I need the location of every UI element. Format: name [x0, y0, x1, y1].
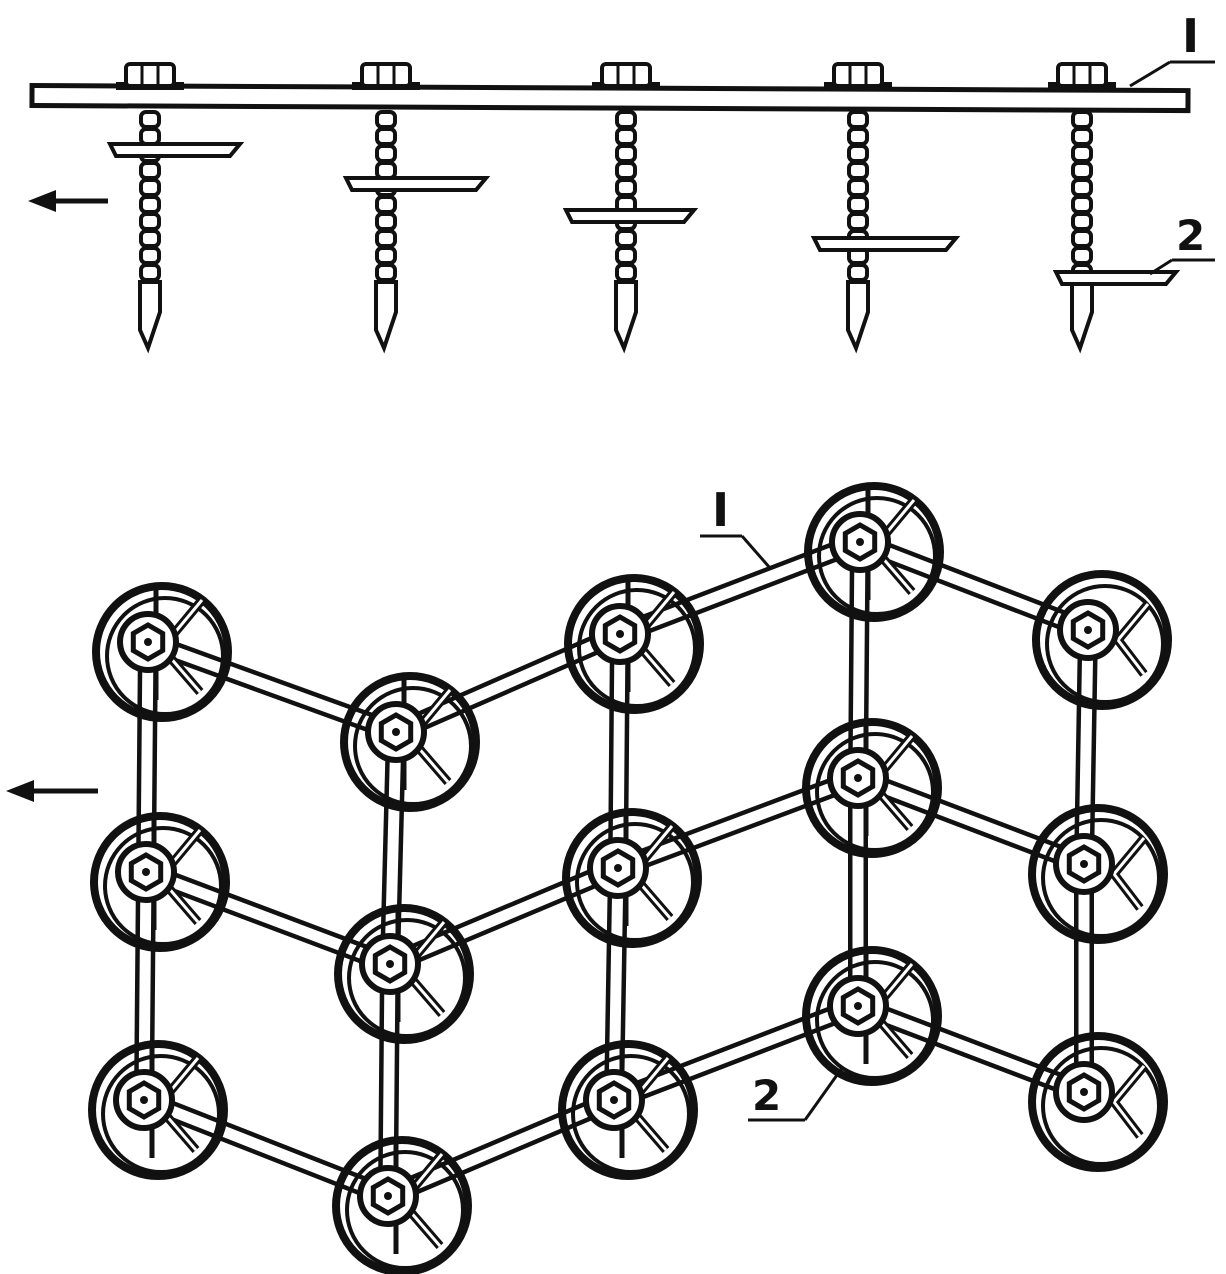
tine-group [106, 62, 1181, 354]
tine-tip [138, 280, 162, 354]
disc-node [88, 1040, 228, 1180]
disc-node [92, 582, 232, 722]
tine-tip [846, 280, 870, 354]
callout-disc: 2 [1149, 211, 1215, 276]
callout-disc: 2 [748, 1067, 844, 1122]
tine-shaft [847, 110, 869, 282]
tine-tip [614, 280, 638, 354]
tine [1048, 62, 1181, 354]
hex-nut [592, 62, 660, 90]
disc-edge [562, 208, 699, 224]
tine-tip [374, 280, 398, 354]
frame-rod [136, 862, 400, 974]
hex-nut [352, 62, 420, 90]
disc-node [558, 1040, 698, 1180]
frame-rod [1074, 620, 1098, 874]
frame-rod [378, 954, 400, 1206]
disc-node [1028, 1032, 1168, 1172]
direction-arrow-icon [28, 190, 108, 212]
blade-mark [1109, 1063, 1148, 1139]
blade-mark [1109, 835, 1148, 911]
frame-rod [850, 532, 1098, 640]
frame-rod [848, 996, 1094, 1102]
disc-node [562, 808, 702, 948]
disc-node [1032, 570, 1172, 710]
frame-rod [604, 858, 628, 1110]
disc-node [804, 482, 944, 622]
frame-rod [138, 632, 406, 742]
disc-edge [1052, 270, 1181, 286]
disc-node [564, 574, 704, 714]
disc-node [802, 946, 942, 1086]
disc-node [90, 812, 230, 952]
side-view: I 2 [28, 9, 1215, 354]
hex-nut [116, 62, 184, 90]
callout-frame: I [1129, 9, 1215, 88]
tine [810, 62, 961, 354]
hex-nut [824, 62, 892, 90]
frame-rod [608, 624, 630, 878]
callout-frame: I [700, 483, 772, 569]
tine [106, 62, 245, 354]
callout-frame-label: I [1182, 9, 1199, 63]
plan-view: I 2 [6, 482, 1172, 1274]
callout-frame-label: I [712, 483, 729, 537]
tine-shaft [375, 110, 397, 282]
frame-rod [134, 862, 156, 1110]
disc-node [340, 672, 480, 812]
disc-node [332, 1136, 472, 1274]
direction-arrow-icon [6, 780, 98, 802]
tine-shaft [1071, 110, 1093, 282]
frame-rod [380, 722, 406, 974]
tine-shaft [139, 110, 161, 282]
blade-mark [1113, 601, 1152, 677]
tine-tip [1070, 280, 1094, 354]
frame-rod [136, 632, 158, 882]
tine-shaft [615, 110, 637, 282]
tine [342, 62, 491, 354]
frame-rod [848, 768, 1094, 874]
callout-disc-label: 2 [1176, 211, 1205, 260]
frame-rod [848, 532, 870, 788]
disc-node [802, 718, 942, 858]
disc-node [1028, 804, 1168, 944]
disc-edge [810, 236, 961, 252]
disc-edge [106, 142, 245, 158]
callout-disc-label: 2 [752, 1071, 781, 1120]
disc-nodes [88, 482, 1172, 1274]
disc-node [334, 904, 474, 1044]
hex-nut [1048, 62, 1116, 90]
frame-rod [134, 1090, 398, 1206]
disc-edge [342, 176, 491, 192]
tine [562, 62, 699, 354]
